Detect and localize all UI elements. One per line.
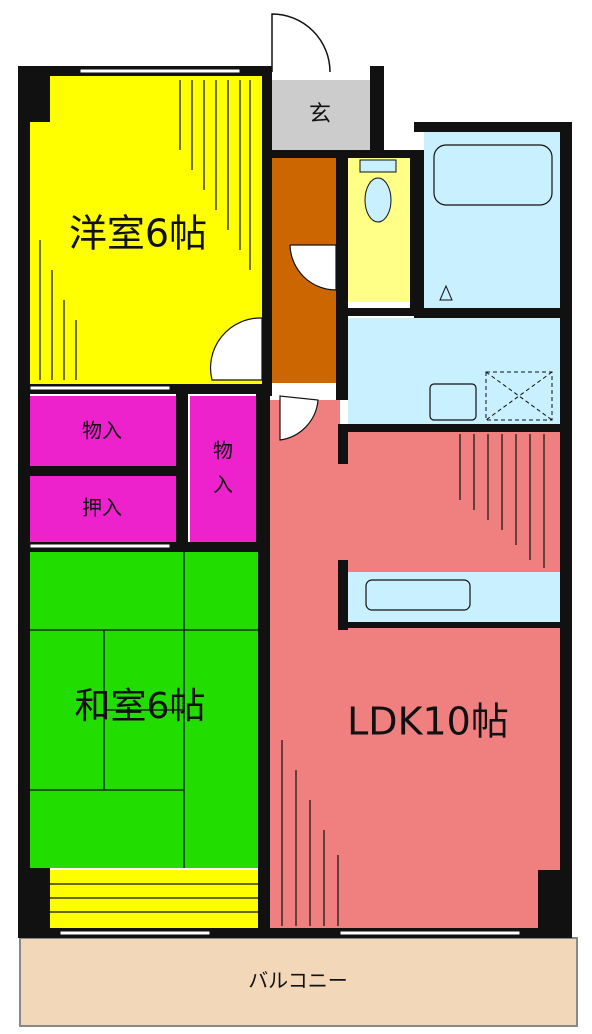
hallway-door-swing <box>289 244 337 291</box>
closet-vertical-label-1: 物 <box>213 439 233 463</box>
closet-oshiire-label: 押入 <box>82 496 122 520</box>
alcove-stripes <box>50 870 260 930</box>
western-door-swing <box>209 317 263 381</box>
ldk <box>270 400 560 930</box>
western-room-label: 洋室6帖 <box>69 212 207 256</box>
closet-vertical <box>190 396 256 542</box>
ldk-door-swing <box>279 395 319 441</box>
entrance-label: 玄 <box>309 102 331 127</box>
bathtub <box>433 144 553 206</box>
closet-upper-label: 物入 <box>82 419 122 443</box>
entrance <box>270 80 370 150</box>
bath-drain-icon <box>439 284 453 301</box>
washer-space <box>485 371 553 421</box>
window-marks <box>29 68 521 936</box>
balcony <box>19 937 578 1027</box>
western-room-hatching <box>39 80 251 380</box>
washbasin <box>429 383 477 421</box>
closet-oshiire <box>28 476 176 542</box>
ldk-label: LDK10帖 <box>347 700 509 744</box>
ldk-hatching <box>281 434 545 926</box>
kitchen-sink <box>365 579 471 611</box>
entrance-door-swing <box>271 13 331 73</box>
closet-upper <box>28 396 176 466</box>
balcony-label: バルコニー <box>248 969 348 993</box>
toilet-bowl <box>364 177 392 223</box>
tatami-lines <box>28 552 260 868</box>
japanese-room-label: 和室6帖 <box>75 686 206 727</box>
closet-vertical-label-2: 入 <box>213 473 233 497</box>
toilet-tank <box>359 159 397 173</box>
